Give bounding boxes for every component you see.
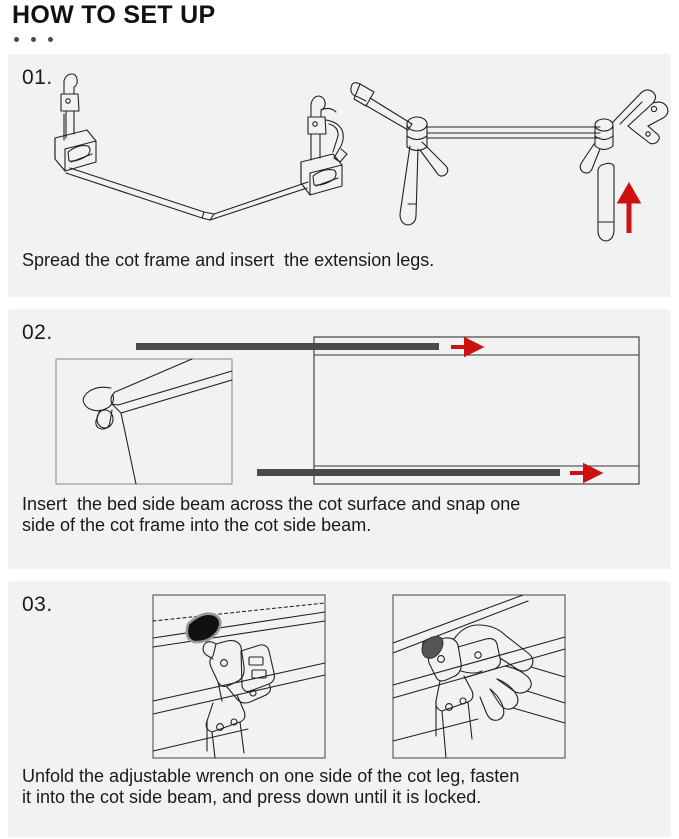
page-title: HOW TO SET UP [12,1,216,29]
cot-surface-rectangle [313,336,640,485]
right-clamp-block [300,153,343,196]
step-1-illustrations [8,54,671,250]
bottom-beam-slide-arrow [570,463,604,484]
step-panel-3: 03. [8,581,671,838]
spread-frame-left-handle [350,82,413,131]
step-2-caption: Insert the bed side beam across the cot … [22,494,521,536]
step-number-2: 02. [22,321,53,345]
right-frame-upright [307,95,348,163]
step-number-1: 01. [22,66,53,90]
corner-snap-detail-inset [55,358,233,485]
step-3-illustrations [8,581,671,766]
dot-2 [31,37,36,43]
step-number-3: 03. [22,593,53,617]
left-frame-upright [60,73,80,141]
wrench-clamp-detail-panel [152,594,326,759]
detached-extension-leg [597,163,615,242]
step-3-caption: Unfold the adjustable wrench on one side… [22,766,520,808]
step-panel-1: 01. [8,54,671,298]
top-side-beam [136,343,439,351]
dot-3 [48,37,53,43]
step-2-illustrations [8,309,671,494]
step-panel-2: 02. [8,309,671,570]
bottom-side-beam [257,469,560,477]
spread-frame-right-foot [579,143,601,174]
step-3-artwork [152,594,566,759]
right-beam-bottom-edge [209,187,308,221]
spread-frame-right-arm [612,89,669,145]
step-1-artwork [54,73,669,242]
dot-1 [14,37,19,43]
dot-separator [14,37,667,43]
header: HOW TO SET UP [8,0,671,43]
insert-leg-arrow [616,182,642,234]
left-beam-top-edge [69,167,205,213]
step-2-artwork [55,336,640,485]
spread-frame-right-hub [594,118,614,151]
step-1-caption: Spread the cot frame and insert the exte… [22,250,435,271]
left-beam-bottom-edge [65,172,203,219]
snap-tab-icon [185,612,222,644]
spread-frame-left-legs [399,141,449,226]
left-clamp-block [54,129,97,172]
clamp-tab-icon [421,636,444,660]
hand-pressing-clamp-panel [392,594,566,759]
top-beam-slide-arrow [451,337,485,358]
frame-vertex [201,211,215,221]
right-beam-top-edge [213,181,309,215]
